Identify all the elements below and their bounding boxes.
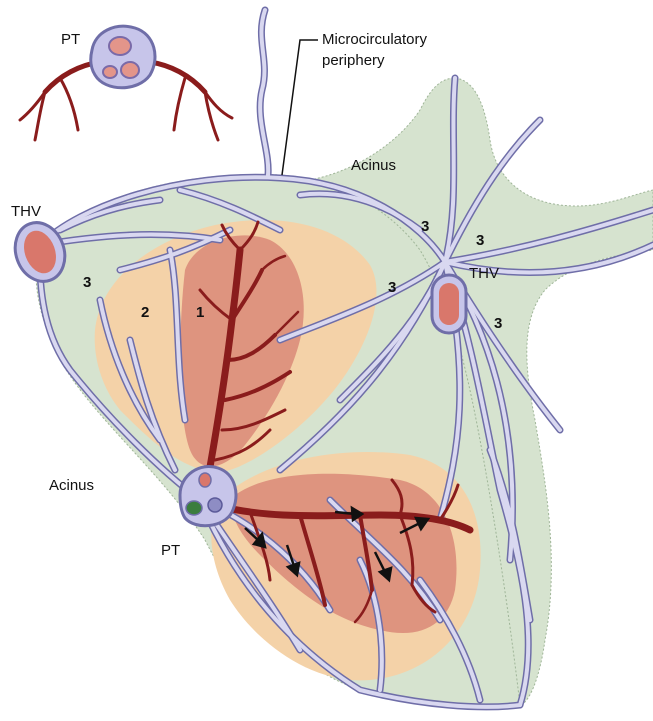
label-thv-left: THV bbox=[11, 203, 41, 221]
label-zone-1: 1 bbox=[196, 304, 204, 322]
label-acinus-left: Acinus bbox=[49, 477, 94, 495]
label-zone-3-right: 3 bbox=[476, 232, 484, 250]
label-zone-3-mid: 3 bbox=[388, 279, 396, 297]
label-microcirculatory-line1: Microcirculatory bbox=[322, 31, 427, 49]
label-pt-bottom: PT bbox=[161, 542, 180, 560]
label-zone-2: 2 bbox=[141, 304, 149, 322]
label-zone-3-left: 3 bbox=[83, 274, 91, 292]
portal-triad-bottom bbox=[180, 467, 236, 526]
label-zone-3-lower: 3 bbox=[494, 315, 502, 333]
terminal-hepatic-venule-right bbox=[432, 275, 466, 333]
label-pt-top: PT bbox=[61, 31, 80, 49]
label-zone-3-upper: 3 bbox=[421, 218, 429, 236]
label-thv-right: THV bbox=[469, 265, 499, 283]
portal-triad-top bbox=[91, 26, 155, 87]
microcirculatory-leader-line bbox=[282, 40, 318, 175]
label-acinus-top: Acinus bbox=[351, 157, 396, 175]
label-microcirculatory-line2: periphery bbox=[322, 52, 385, 70]
